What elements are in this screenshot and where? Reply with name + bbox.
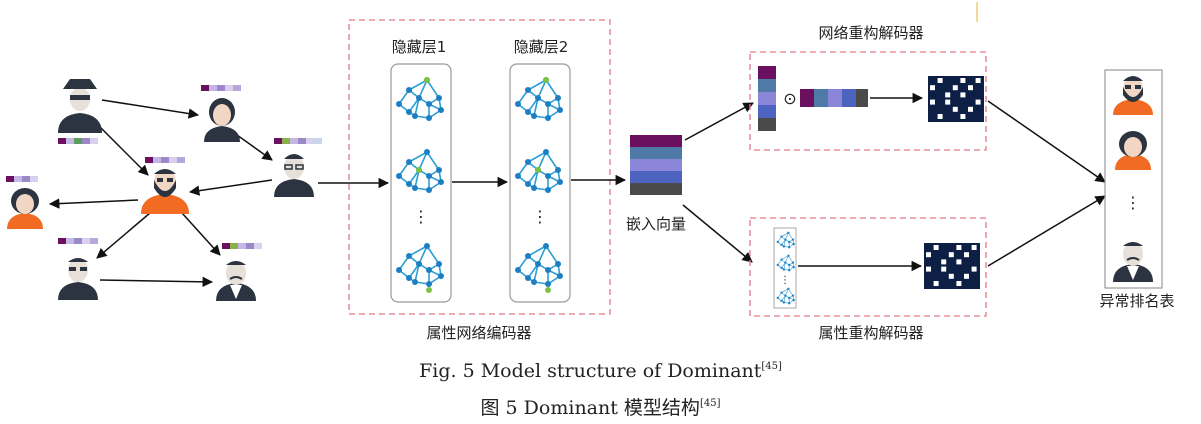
attr-bar — [274, 138, 322, 144]
bearded-user-icon — [141, 169, 189, 214]
spy-user-icon — [58, 79, 102, 133]
girl-user-icon — [7, 188, 43, 229]
attr-bar — [145, 157, 185, 163]
hadamard-icon: ⊙ — [783, 89, 796, 108]
encoder-label: 属性网络编码器 — [426, 324, 531, 342]
female-user-icon — [204, 98, 240, 142]
mustache-user-icon — [1113, 242, 1153, 282]
attribute-decoder: ⋮ 属性重构解码器 — [749, 217, 987, 342]
caption-chinese-text: 图 5 Dominant 模型结构 — [480, 397, 700, 419]
embedding-label: 嵌入向量 — [626, 215, 686, 233]
ranking-label: 异常排名表 — [1099, 292, 1174, 310]
vdots: ⋮ — [780, 275, 790, 286]
caption-english-text: Fig. 5 Model structure of Dominant — [419, 360, 762, 382]
glasses-user-icon — [274, 154, 314, 197]
attributed-network-encoder: 隐藏层1 隐藏层2 ⋮ ⋮ 属性网络编码器 — [348, 19, 611, 342]
graph-icon — [776, 287, 796, 305]
graph-icon — [514, 76, 564, 122]
vdots: ⋮ — [1125, 193, 1141, 212]
matrix-icon — [924, 243, 980, 289]
graph-icon — [776, 231, 796, 249]
caption-chinese: 图 5 Dominant 模型结构[45] — [0, 393, 1201, 420]
matrix-icon — [928, 76, 984, 122]
male-user-icon — [58, 258, 98, 300]
attr-bar — [201, 85, 241, 91]
hidden-layer-2-box — [509, 63, 571, 303]
hidden-layer-1-box — [390, 63, 452, 303]
bearded-user-icon — [1113, 76, 1153, 115]
hidden-layer-1-label: 隐藏层1 — [392, 38, 447, 56]
hidden-layer-2-label: 隐藏层2 — [514, 38, 569, 56]
caption-english-ref: [45] — [761, 361, 782, 372]
graph-icon — [514, 242, 564, 288]
caption-english: Fig. 5 Model structure of Dominant[45] — [0, 360, 1201, 382]
attribute-decoder-label: 属性重构解码器 — [818, 324, 923, 342]
graph-icon — [395, 242, 445, 288]
graph-icon — [395, 76, 445, 122]
vdots: ⋮ — [532, 207, 548, 226]
attr-bar — [6, 176, 38, 182]
structure-decoder: 网络重构解码器 ⊙ — [749, 24, 987, 151]
graph-icon — [776, 254, 796, 272]
social-network — [6, 79, 322, 301]
embedding-vector: 嵌入向量 — [626, 135, 686, 233]
structure-decoder-label: 网络重构解码器 — [818, 24, 923, 42]
attr-bar — [58, 238, 98, 244]
anomaly-ranking: ⋮ 异常排名表 — [1099, 69, 1175, 310]
girl-user-icon — [1115, 131, 1151, 170]
vdots: ⋮ — [413, 207, 429, 226]
attr-bar — [58, 138, 98, 144]
mustache-user-icon — [216, 261, 256, 301]
attr-bar — [222, 243, 262, 249]
caption-chinese-ref: [45] — [699, 398, 721, 409]
